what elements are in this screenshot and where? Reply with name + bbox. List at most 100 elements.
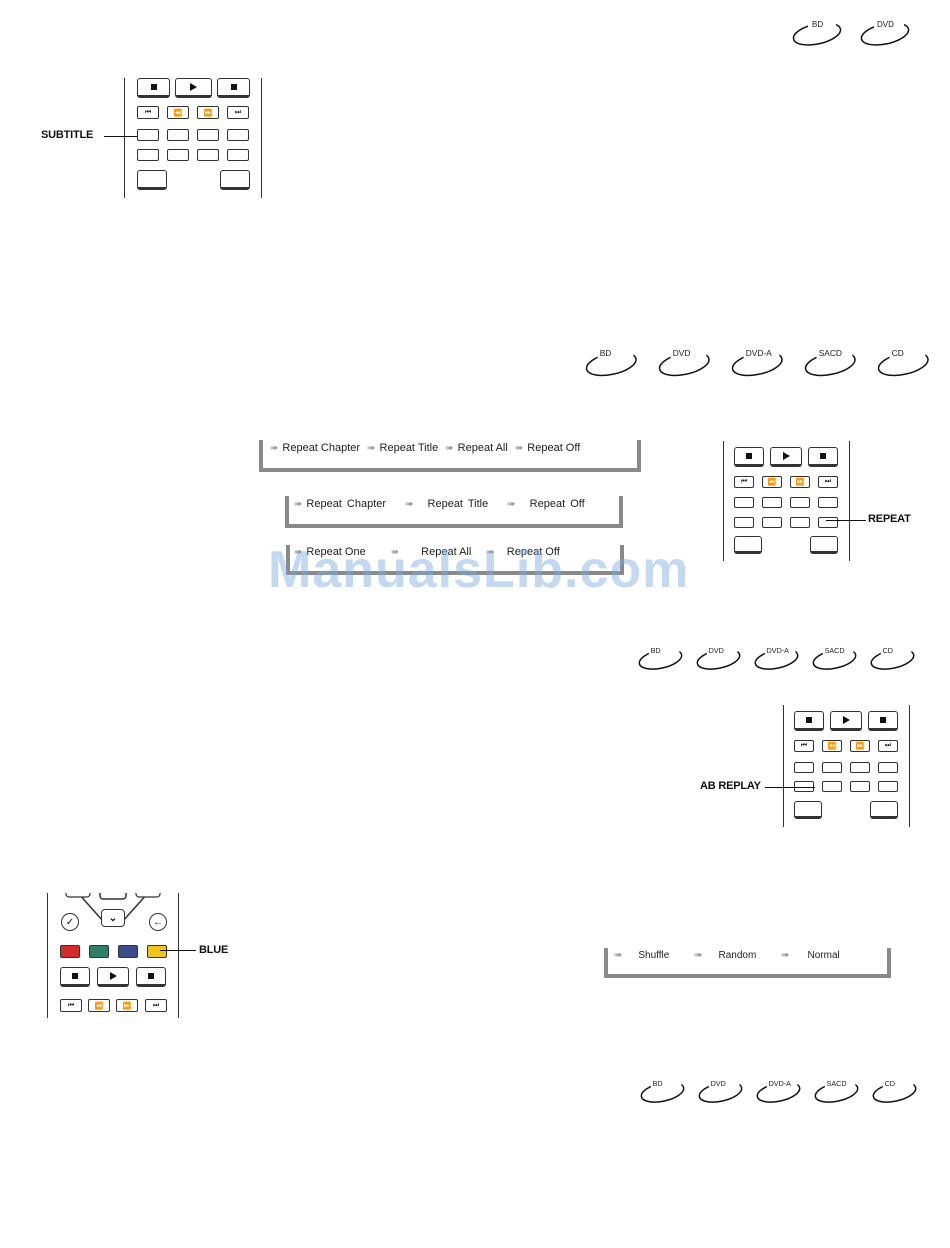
repeat-leader (826, 520, 866, 521)
disc-label: SACD (826, 1078, 847, 1088)
flow-item: Repeat Title (427, 498, 489, 510)
down-button[interactable]: ⌄ (101, 909, 125, 927)
next-button[interactable]: ⏭ (227, 106, 249, 119)
display-button[interactable] (227, 149, 249, 161)
stop-button[interactable] (137, 78, 170, 98)
ab-replay-leader (765, 787, 815, 788)
subtitle-button[interactable] (762, 497, 782, 508)
stop-button[interactable] (734, 447, 764, 467)
next-button[interactable]: ⏭ (145, 999, 167, 1012)
red-button[interactable] (60, 945, 80, 958)
flow-item: Repeat All (457, 442, 508, 454)
prev-button[interactable]: ⏮ (794, 740, 814, 752)
repeat-flow-2 (285, 496, 623, 528)
remote-partial-4: ⌄ ✓ ← ⏮ ⏪ ⏩ ⏭ (47, 893, 179, 1018)
repeat-button[interactable] (850, 781, 870, 792)
disc-label: SACD (818, 348, 842, 359)
subtitle-button[interactable] (167, 129, 189, 141)
setup-button[interactable] (794, 801, 822, 819)
subtitle-callout: SUBTITLE (41, 129, 94, 141)
pause-button[interactable] (808, 447, 838, 467)
zoom-button[interactable] (818, 497, 838, 508)
pip-button[interactable] (137, 149, 159, 161)
disc-label: DVD-A (745, 348, 772, 359)
prev-button[interactable]: ⏮ (137, 106, 159, 119)
forward-button[interactable]: ⏩ (790, 476, 810, 488)
disc-logo-bd (792, 19, 842, 46)
prev-button[interactable]: ⏮ (734, 476, 754, 488)
disc-label: DVD (710, 1078, 726, 1088)
rewind-button[interactable]: ⏪ (167, 106, 189, 119)
angle-button[interactable] (850, 762, 870, 773)
play-button[interactable] (97, 967, 129, 987)
disc-logo (658, 347, 710, 377)
setup-button[interactable] (137, 170, 167, 190)
rewind-button[interactable]: ⏪ (88, 999, 110, 1012)
pause-button[interactable] (868, 711, 898, 731)
ab-button[interactable] (794, 762, 814, 773)
disc-label: CD (891, 348, 904, 359)
ab-button[interactable] (734, 497, 754, 508)
repeat-button[interactable] (197, 149, 219, 161)
ab-button[interactable] (137, 129, 159, 141)
zoom-button[interactable] (227, 129, 249, 141)
repeat-flow-1 (259, 440, 641, 472)
rewind-button[interactable]: ⏪ (822, 740, 842, 752)
disc-logo (696, 644, 741, 670)
disc-logo (872, 1077, 917, 1103)
prev-button[interactable]: ⏮ (60, 999, 82, 1012)
zoom-button[interactable] (878, 762, 898, 773)
play-button[interactable] (830, 711, 862, 731)
disc-logo (756, 1077, 801, 1103)
subtitle-button[interactable] (822, 762, 842, 773)
yellow-button[interactable] (147, 945, 167, 958)
repeat-flow-3 (286, 545, 624, 575)
angle-button[interactable] (197, 129, 219, 141)
arrow-right-icon: ➠ (390, 547, 400, 558)
forward-button[interactable]: ⏩ (850, 740, 870, 752)
disc-logo (814, 1077, 859, 1103)
stop-button[interactable] (60, 967, 90, 987)
pip-button[interactable] (734, 517, 754, 528)
audio-button[interactable] (822, 781, 842, 792)
play-button[interactable] (175, 78, 212, 98)
flow-item: Repeat Chapter (306, 498, 387, 510)
pip-button[interactable] (794, 781, 814, 792)
green-button[interactable] (89, 945, 109, 958)
play-button[interactable] (770, 447, 802, 467)
disc-logo (698, 1077, 743, 1103)
light-button[interactable] (810, 536, 838, 554)
stop-button[interactable] (794, 711, 824, 731)
pause-button[interactable] (136, 967, 166, 987)
angle-button[interactable] (790, 497, 810, 508)
pause-button[interactable] (217, 78, 250, 98)
disc-logo-dvd (860, 19, 910, 46)
display-button[interactable] (878, 781, 898, 792)
arrow-right-icon: ➠ (405, 499, 414, 510)
arrow-right-icon: ➠ (614, 950, 623, 961)
next-button[interactable]: ⏭ (878, 740, 898, 752)
check-button[interactable]: ✓ (61, 913, 79, 931)
blue-button[interactable] (118, 945, 138, 958)
light-button[interactable] (870, 801, 898, 819)
shuffle-flow-labels: ➠Shuffle ➠Random ➠Normal (610, 950, 840, 961)
light-button[interactable] (220, 170, 250, 190)
nav-arrows (65, 893, 161, 922)
arrow-right-icon: ➠ (294, 499, 303, 510)
rewind-button[interactable]: ⏪ (762, 476, 782, 488)
next-button[interactable]: ⏭ (818, 476, 838, 488)
blue-leader (160, 950, 196, 951)
arrow-right-icon: ➠ (270, 443, 279, 454)
disc-logo (877, 347, 929, 377)
setup-button[interactable] (734, 536, 762, 554)
repeat-button[interactable] (790, 517, 810, 528)
disc-label: CD (884, 1078, 895, 1088)
arrow-right-icon: ➠ (486, 547, 495, 558)
back-button[interactable]: ← (149, 913, 167, 931)
forward-button[interactable]: ⏩ (197, 106, 219, 119)
disc-label: BD (650, 645, 661, 655)
forward-button[interactable]: ⏩ (116, 999, 138, 1012)
display-button[interactable] (818, 517, 838, 528)
audio-button[interactable] (167, 149, 189, 161)
audio-button[interactable] (762, 517, 782, 528)
